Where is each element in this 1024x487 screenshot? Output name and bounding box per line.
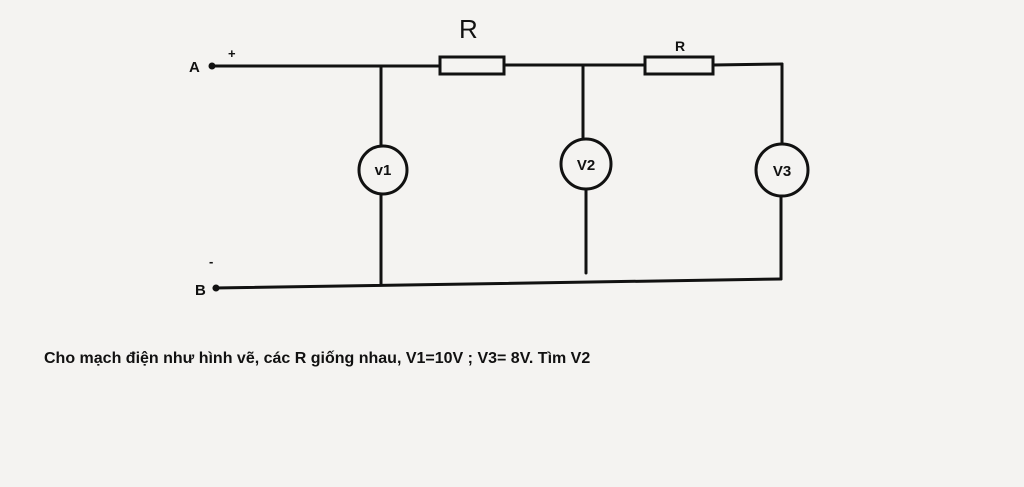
terminal-a-label: A — [189, 59, 200, 76]
bottom-wire — [212, 277, 783, 290]
resistor-2 — [643, 55, 715, 76]
resistor-1 — [438, 55, 506, 76]
terminal-b-node — [212, 284, 220, 292]
voltmeter-1 — [357, 144, 409, 196]
terminal-b-label: B — [195, 282, 206, 299]
voltmeter-2 — [559, 137, 613, 191]
question-text: Cho mạch điện như hình vẽ, các R giống n… — [44, 350, 591, 367]
voltmeter-3 — [754, 142, 810, 198]
terminal-a-sign: + — [228, 46, 236, 61]
terminal-b-sign: - — [209, 254, 213, 269]
terminal-a-node — [208, 62, 216, 70]
voltmeter-3-label: V3 — [773, 163, 791, 180]
resistor-2-label: R — [675, 38, 685, 54]
top-wire-right — [711, 62, 784, 67]
voltmeter-1-label: v1 — [375, 162, 392, 179]
resistor-1-label: R — [459, 14, 478, 44]
voltmeter-2-label: V2 — [577, 157, 595, 174]
